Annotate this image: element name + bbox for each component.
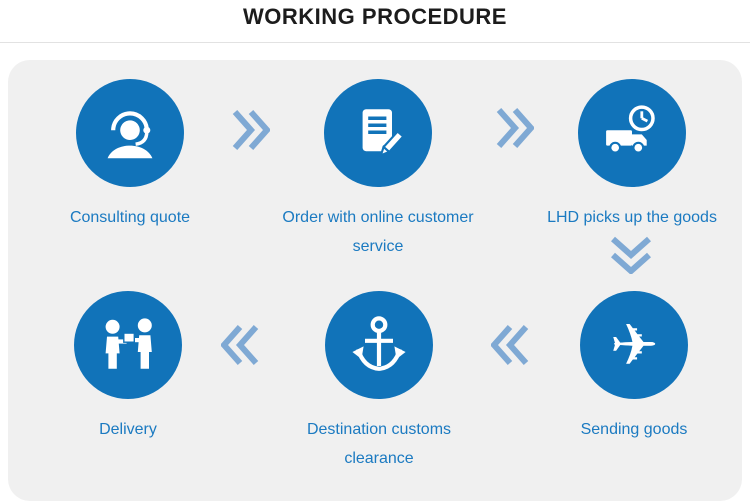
- title-divider: [0, 42, 750, 43]
- chevron-right-icon: [494, 105, 534, 151]
- chevron-right-icon: [230, 107, 270, 153]
- step-label: LHD picks up the goods: [547, 209, 717, 226]
- step-consulting-quote: Consulting quote: [10, 79, 250, 232]
- step-label: Sending goods: [580, 421, 688, 438]
- step-label: Consulting quote: [69, 209, 191, 226]
- airplane-icon: ✈: [609, 311, 659, 379]
- step-circle: [76, 79, 184, 187]
- step-customs-clearance: Destination customs clearance: [259, 291, 499, 473]
- step-label: Destination customs clearance: [306, 421, 452, 467]
- step-circle: [578, 79, 686, 187]
- step-label: Delivery: [99, 421, 157, 438]
- step-label: Order with online customer service: [282, 209, 474, 255]
- step-circle: [325, 291, 433, 399]
- step-delivery: Delivery: [8, 291, 248, 444]
- step-lhd-pickup: LHD picks up the goods: [512, 79, 750, 232]
- people-handoff-icon: [105, 318, 152, 369]
- page-title: WORKING PROCEDURE: [243, 4, 507, 29]
- chevron-left-icon: [221, 322, 261, 368]
- document-pen-icon: [362, 109, 405, 158]
- step-sending-goods: ✈ Sending goods: [514, 291, 750, 444]
- chevron-down-icon: [608, 234, 654, 274]
- truck-clock-icon: [606, 105, 655, 154]
- step-circle: [324, 79, 432, 187]
- anchor-icon: [352, 316, 406, 371]
- step-circle: [74, 291, 182, 399]
- step-circle: ✈: [580, 291, 688, 399]
- headset-icon: [107, 111, 153, 159]
- chevron-left-icon: [491, 322, 531, 368]
- step-order-online: Order with online customer service: [258, 79, 498, 261]
